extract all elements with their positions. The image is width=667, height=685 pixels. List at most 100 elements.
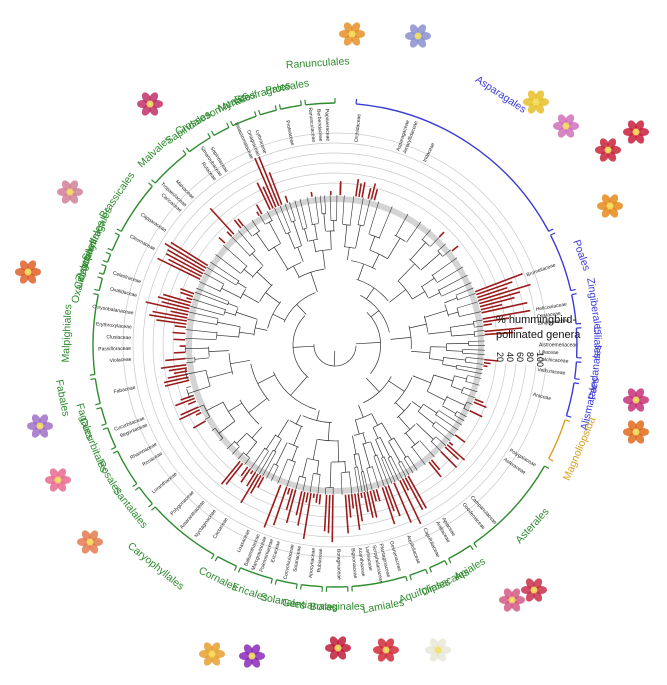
order-arc-tick: [103, 261, 108, 263]
order-arc-tick: [215, 557, 217, 561]
orange-pompom-flower: [15, 259, 41, 286]
order-arc: [575, 362, 577, 379]
order-arc: [101, 408, 106, 424]
order-label: Fabales: [53, 379, 72, 418]
tree-branch: [219, 421, 235, 433]
scale-ring: [133, 143, 536, 547]
tree-branch: [373, 428, 378, 439]
tree-branch: [232, 236, 250, 255]
order-label: Asterales: [513, 506, 551, 546]
order-label: Lamiales: [362, 597, 406, 616]
order-arc-tick: [90, 374, 95, 375]
order-label: Ranunculales: [286, 55, 350, 71]
family-label: Oxalidaceae: [109, 286, 138, 299]
tree-branch: [451, 386, 462, 390]
order-arc-tick: [271, 579, 272, 584]
order-arc-tick: [183, 150, 186, 154]
order-arc-tick: [426, 569, 428, 574]
family-label: Papaveraceae: [323, 109, 330, 142]
lilac-tubular-flower: [405, 23, 431, 50]
tree-branch: [238, 230, 255, 250]
hummingbird-bar: [174, 352, 185, 353]
yellow-star-flower: [523, 89, 549, 116]
order-arc: [104, 266, 107, 274]
order-arc-tick: [231, 121, 233, 126]
hummingbird-bar: [316, 494, 317, 503]
order-arc-tick: [301, 585, 302, 590]
order-arc-tick: [96, 408, 101, 409]
tree-branch: [354, 454, 356, 467]
tree-branch: [328, 422, 329, 440]
tree-branch: [355, 225, 360, 248]
phylogenetic-tree: [185, 195, 485, 495]
tree-branch: [252, 427, 262, 438]
tree-branch: [444, 298, 457, 303]
family-label: Violaceae: [109, 357, 131, 365]
hummingbird-bar: [362, 182, 365, 197]
hummingbird-bar: [455, 435, 465, 442]
tree-branch: [256, 233, 268, 251]
order-arc-tick: [103, 428, 108, 430]
order-arc: [108, 254, 111, 262]
tree-branch: [313, 240, 315, 251]
hummingbird-bar: [188, 401, 196, 404]
scale-tick-label: 20: [495, 352, 505, 362]
order-arc-tick: [549, 229, 553, 231]
tree-branch: [236, 312, 257, 319]
scale-title-line1: % hummingbird-: [496, 314, 576, 326]
tree-branch: [230, 360, 250, 364]
hummingbird-bar: [285, 196, 287, 203]
order-arc-tick: [275, 105, 276, 110]
hummingbird-bar: [186, 298, 192, 300]
tree-branch: [311, 272, 318, 292]
tree-branch: [447, 397, 465, 406]
tree-branch: [391, 337, 411, 339]
tree-branch: [303, 458, 308, 477]
tree-branch: [293, 266, 299, 277]
order-arc-tick: [279, 104, 280, 109]
order-arc-tick: [406, 576, 407, 581]
tree-branch: [315, 224, 318, 239]
tree-branch: [356, 342, 380, 343]
order-arc: [306, 103, 335, 105]
tree-branch: [225, 312, 236, 315]
hummingbird-bar: [274, 487, 287, 525]
family-label: Rubiaceae: [316, 548, 324, 572]
order-arc-tick: [575, 379, 580, 380]
yellow-red-spike-flower: [199, 641, 225, 668]
hummingbird-bar: [314, 494, 315, 498]
tree-branch: [345, 225, 347, 247]
order-arc-tick: [238, 568, 240, 573]
tree-branch: [238, 283, 247, 288]
family-label: Aquifoliaceae: [405, 534, 421, 564]
order-arc-tick: [549, 459, 553, 461]
tree-branch: [389, 381, 405, 392]
hummingbird-bar: [349, 494, 351, 517]
orange-cone-flower: [339, 21, 365, 48]
tree-branch: [371, 442, 376, 456]
tree-branch: [243, 294, 259, 303]
order-arc-tick: [301, 100, 302, 105]
tree-branch: [371, 311, 379, 317]
tree-branch: [412, 292, 425, 299]
red-spike-flower: [595, 137, 621, 164]
tree-branch: [422, 278, 435, 286]
tree-branch: [439, 275, 468, 290]
tree-branch: [434, 375, 453, 381]
order-arc-tick: [572, 294, 577, 295]
tree-branch: [370, 236, 375, 250]
family-label: Araceae: [532, 392, 552, 402]
hummingbird-bar: [169, 368, 187, 371]
purple-star-flower: [239, 643, 265, 670]
hummingbird-bar: [452, 246, 458, 251]
tree-branch: [293, 221, 301, 245]
order-arc-tick: [111, 447, 116, 449]
hummingbird-bar: [376, 489, 379, 501]
family-label: Bromeliaceae: [526, 262, 557, 278]
tree-branch: [428, 293, 439, 299]
tree-branch: [358, 405, 363, 417]
tree-branch: [334, 351, 335, 366]
order-label: Aquifoliales: [397, 576, 452, 606]
hummingbird-bar: [173, 333, 186, 334]
tree-branch: [410, 243, 425, 260]
